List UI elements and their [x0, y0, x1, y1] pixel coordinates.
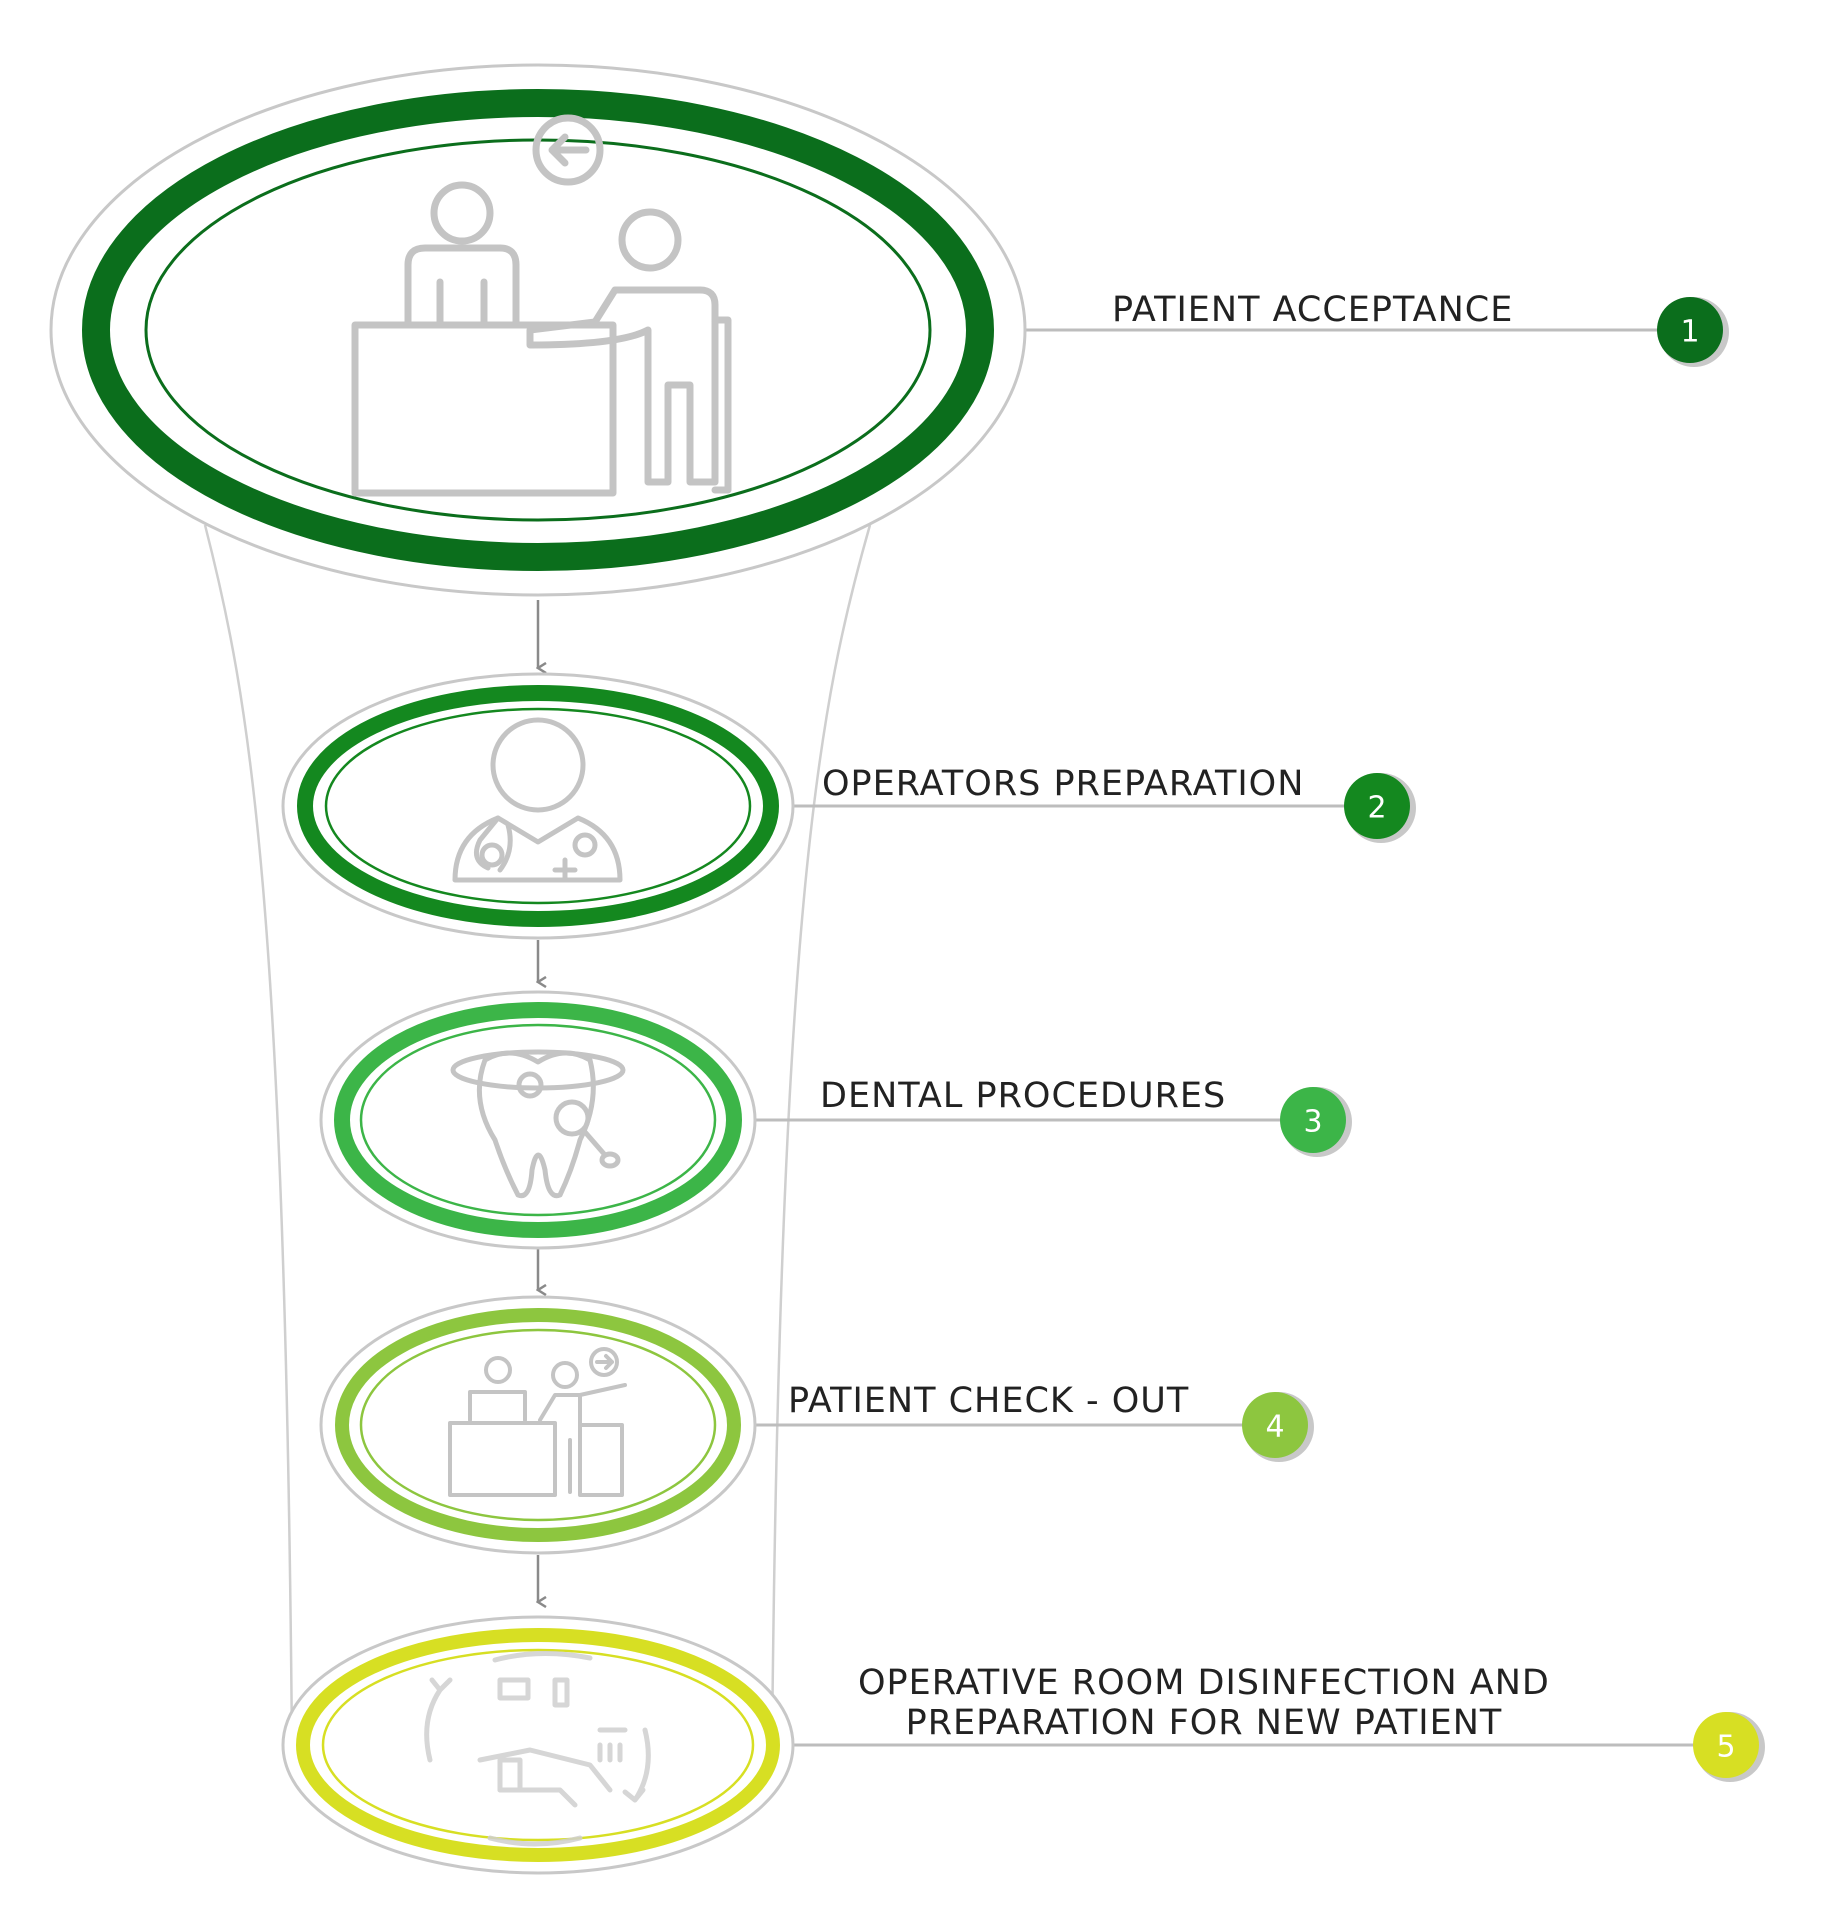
badge-5 [1693, 1712, 1765, 1782]
step-5-label-line-2: PREPARATION FOR NEW PATIENT [905, 1703, 1503, 1743]
funnel-outline [203, 524, 872, 1751]
reception-desk-icon [351, 114, 732, 497]
doctor-icon [452, 717, 623, 883]
step-5-label: OPERATIVE ROOM DISINFECTION AND PREPARAT… [858, 1663, 1550, 1743]
badge-1-number: 1 [1680, 315, 1699, 350]
badge-2 [1344, 773, 1416, 843]
check-out-desk-icon [448, 1347, 627, 1497]
step-3-ellipse [319, 990, 757, 1250]
step-5-ellipse [281, 1615, 795, 1875]
step-5-label-line-1: OPERATIVE ROOM DISINFECTION AND [858, 1663, 1550, 1703]
badge-3 [1280, 1087, 1352, 1157]
badge-1 [1657, 297, 1729, 367]
connector-lines [755, 328, 1700, 1747]
badge-2-number: 2 [1367, 791, 1386, 826]
badge-4-number: 4 [1265, 1410, 1284, 1445]
badge-5-number: 5 [1716, 1730, 1735, 1765]
step-3-label: DENTAL PROCEDURES [820, 1076, 1227, 1116]
step-4-label: PATIENT CHECK - OUT [788, 1381, 1190, 1421]
step-2-label: OPERATORS PREPARATION [822, 764, 1305, 804]
step-1-label: PATIENT ACCEPTANCE [1112, 290, 1514, 330]
room-disinfection-icon [424, 1651, 651, 1847]
tooth-icon [450, 1049, 626, 1199]
badge-4 [1242, 1392, 1314, 1462]
step-2-ellipse [281, 672, 795, 940]
badge-3-number: 3 [1303, 1105, 1322, 1140]
